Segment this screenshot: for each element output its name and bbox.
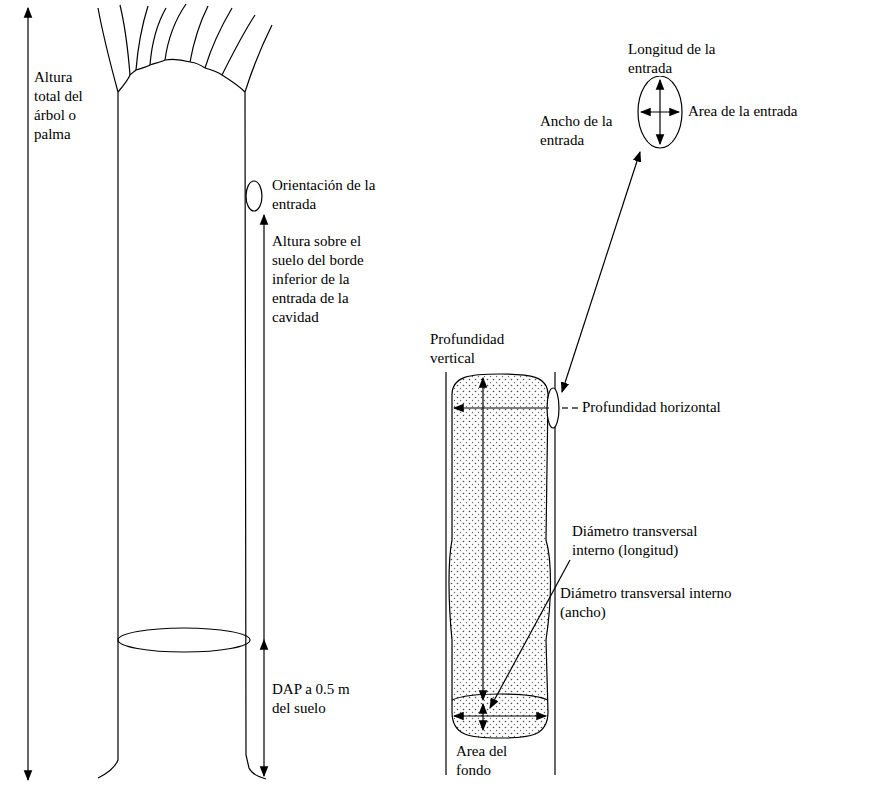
trunk-right bbox=[245, 92, 266, 779]
branch bbox=[130, 70, 136, 75]
dimension-label: Area del fondo bbox=[456, 742, 526, 780]
entrance-width-arrow bbox=[641, 111, 679, 112]
leader-dash bbox=[572, 407, 578, 408]
branch bbox=[120, 5, 130, 75]
label-text: Diámetro transversal interno (longitud) bbox=[572, 523, 697, 558]
branch bbox=[165, 59, 190, 62]
section-left bbox=[445, 372, 446, 775]
label-text: Altura total del árbol o palma bbox=[34, 69, 83, 142]
label-text: Area del fondo bbox=[456, 743, 507, 778]
label-text: DAP a 0.5 m del suelo bbox=[272, 681, 350, 716]
branch bbox=[150, 60, 165, 65]
dap-ring bbox=[118, 628, 250, 652]
branch bbox=[222, 75, 245, 92]
branch bbox=[150, 8, 166, 65]
label-text: Profundidad vertical bbox=[430, 331, 504, 366]
cavity bbox=[449, 374, 551, 738]
dap-height-arrow bbox=[263, 640, 264, 776]
branch bbox=[205, 8, 232, 68]
entrance-detail bbox=[638, 76, 682, 148]
dimension-label: Area de la entrada bbox=[688, 102, 828, 121]
entrance-height-arrow bbox=[263, 215, 264, 640]
bottom-width-arrow bbox=[454, 715, 546, 716]
zoom-arrow bbox=[562, 152, 640, 392]
branch bbox=[222, 15, 255, 75]
dimension-label: Altura total del árbol o palma bbox=[34, 68, 96, 144]
label-text: Profundidad horizontal bbox=[582, 399, 721, 415]
bottom-length-arrow bbox=[482, 704, 483, 730]
label-text: Longitud de la entrada bbox=[628, 41, 715, 76]
dimension-label: Ancho de la entrada bbox=[540, 112, 622, 150]
section-right bbox=[554, 372, 555, 775]
label-text: Diámetro transversal interno (ancho) bbox=[560, 585, 732, 620]
dimension-label: Longitud de la entrada bbox=[628, 40, 738, 78]
label-text: Area de la entrada bbox=[688, 103, 798, 119]
dimension-label: Diámetro transversal interno (ancho) bbox=[560, 584, 750, 622]
branch bbox=[245, 25, 272, 92]
dimension-label: DAP a 0.5 m del suelo bbox=[272, 680, 352, 718]
horizontal-depth-arrow bbox=[454, 407, 549, 408]
branch bbox=[190, 62, 205, 68]
branch bbox=[98, 8, 118, 92]
leader-dash bbox=[562, 407, 568, 408]
branch bbox=[165, 4, 186, 60]
label-text: Ancho de la entrada bbox=[540, 113, 612, 148]
label-text: Orientación de la entrada bbox=[272, 177, 375, 212]
dimension-label: Diámetro transversal interno (longitud) bbox=[572, 522, 712, 560]
dimension-label: Altura sobre el suelo del borde inferior… bbox=[272, 232, 364, 327]
cavity-entrance bbox=[246, 181, 262, 211]
cavity-floor bbox=[452, 694, 548, 700]
branch bbox=[118, 75, 130, 92]
dimension-label: Orientación de la entrada bbox=[272, 176, 390, 214]
vertical-depth-arrow bbox=[482, 378, 483, 700]
branch bbox=[190, 6, 208, 62]
height-arrow bbox=[27, 8, 28, 780]
dimension-label: Profundidad vertical bbox=[430, 330, 530, 368]
diameter-leader bbox=[490, 560, 570, 708]
dimension-label: Profundidad horizontal bbox=[582, 398, 752, 417]
branch bbox=[136, 65, 150, 70]
label-text: Altura sobre el suelo del borde inferior… bbox=[272, 233, 364, 325]
branch bbox=[136, 6, 148, 70]
branch bbox=[205, 68, 222, 75]
trunk-left bbox=[98, 92, 118, 778]
